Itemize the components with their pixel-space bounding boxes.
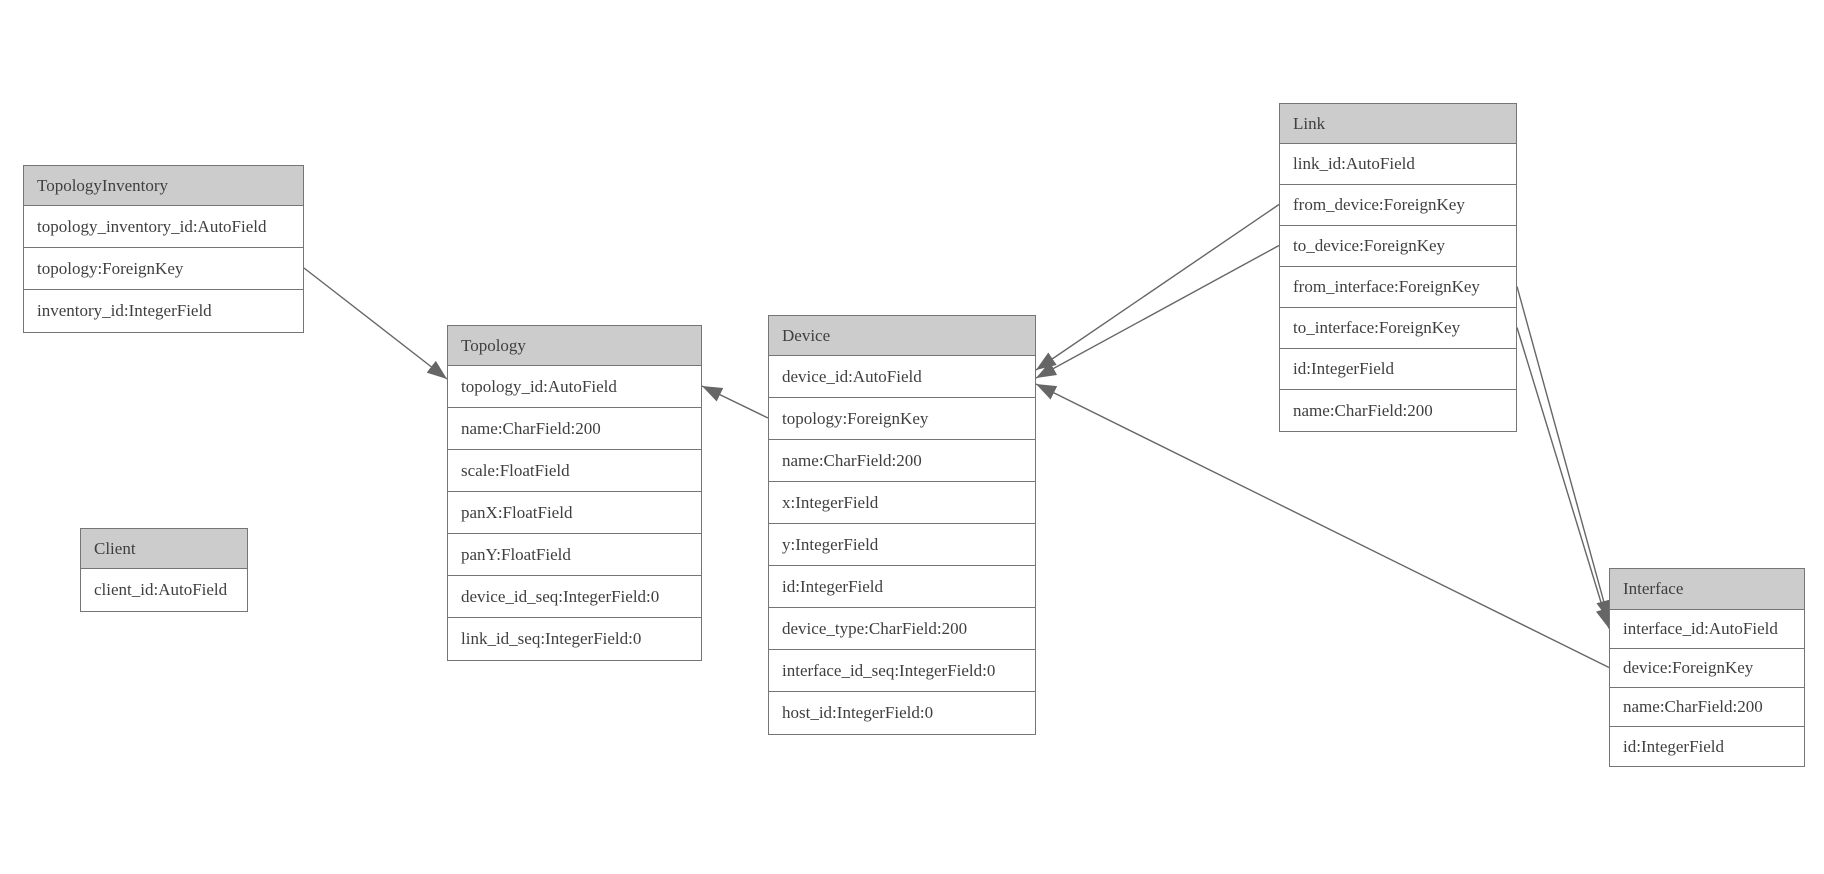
entity-field-row: id:IntegerField — [1280, 349, 1516, 390]
entity-field-row: topology_inventory_id:AutoField — [24, 206, 303, 248]
entity-field-row: device_id_seq:IntegerField:0 — [448, 576, 701, 618]
entity-field-row: inventory_id:IntegerField — [24, 290, 303, 332]
entity-field-row: topology:ForeignKey — [24, 248, 303, 290]
entity-field-row: topology:ForeignKey — [769, 398, 1035, 440]
entity-field-row: x:IntegerField — [769, 482, 1035, 524]
entity-field-row: interface_id:AutoField — [1610, 610, 1804, 649]
relationship-line-topologyinventory-to-topology — [303, 267, 448, 380]
entity-field-row: client_id:AutoField — [81, 569, 247, 611]
entity-field-row: id:IntegerField — [769, 566, 1035, 608]
entity-field-row: panY:FloatField — [448, 534, 701, 576]
relationship-line-link-to-device — [1035, 203, 1280, 371]
entity-field-row: from_interface:ForeignKey — [1280, 267, 1516, 308]
entity-field-row: panX:FloatField — [448, 492, 701, 534]
entity-field-row: link_id_seq:IntegerField:0 — [448, 618, 701, 660]
entity-field-row: to_interface:ForeignKey — [1280, 308, 1516, 349]
entity-title: Link — [1280, 104, 1516, 144]
entity-title: TopologyInventory — [24, 166, 303, 206]
relationship-line-device-to-topology — [701, 385, 769, 419]
entity-field-row: device:ForeignKey — [1610, 649, 1804, 688]
entity-field-row: scale:FloatField — [448, 450, 701, 492]
entity-field-row: from_device:ForeignKey — [1280, 185, 1516, 226]
relationship-line-link-to-device — [1035, 244, 1280, 379]
entity-field-row: name:CharField:200 — [448, 408, 701, 450]
relationship-line-link-to-interface — [1516, 327, 1611, 629]
relationship-line-link-to-interface — [1516, 286, 1611, 621]
entity-field-row: name:CharField:200 — [1610, 688, 1804, 727]
entity-field-row: device_id:AutoField — [769, 356, 1035, 398]
entity-field-row: link_id:AutoField — [1280, 144, 1516, 185]
entity-field-row: topology_id:AutoField — [448, 366, 701, 408]
entity-title: Device — [769, 316, 1035, 356]
entity-title: Client — [81, 529, 247, 569]
entity-field-row: host_id:IntegerField:0 — [769, 692, 1035, 734]
entity-field-row: name:CharField:200 — [1280, 390, 1516, 431]
entity-field-row: to_device:ForeignKey — [1280, 226, 1516, 267]
entity-title: Topology — [448, 326, 701, 366]
entity-field-row: device_type:CharField:200 — [769, 608, 1035, 650]
entity-field-row: y:IntegerField — [769, 524, 1035, 566]
entity-field-row: id:IntegerField — [1610, 727, 1804, 766]
entity-field-row: interface_id_seq:IntegerField:0 — [769, 650, 1035, 692]
entity-title: Interface — [1610, 569, 1804, 610]
entity-field-row: name:CharField:200 — [769, 440, 1035, 482]
